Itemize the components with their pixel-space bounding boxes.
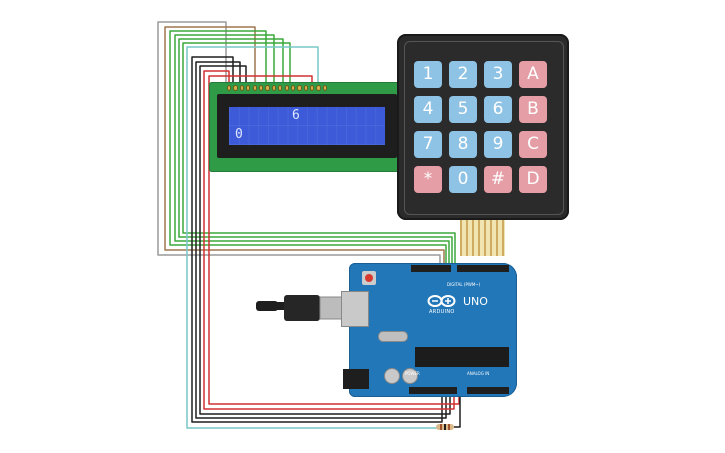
keypad-key[interactable]: D bbox=[519, 166, 547, 193]
wire-green-4[interactable] bbox=[182, 42, 456, 270]
wire-gray[interactable] bbox=[157, 21, 441, 270]
wire-brown[interactable] bbox=[164, 26, 445, 270]
reset-button[interactable] bbox=[362, 271, 376, 285]
lcd-pin bbox=[258, 85, 264, 91]
digital-label: DIGITAL (PWM~) bbox=[447, 282, 481, 287]
lcd-pin bbox=[252, 85, 257, 91]
usb-cable[interactable] bbox=[256, 291, 348, 325]
lcd-pin bbox=[290, 85, 296, 91]
brand-label: ARDUINO bbox=[429, 309, 455, 315]
lcd-pin bbox=[310, 85, 315, 91]
capacitor bbox=[402, 368, 418, 384]
wire-green-1[interactable] bbox=[169, 30, 447, 270]
wire-black-3[interactable] bbox=[199, 65, 451, 415]
power-label: POWER bbox=[405, 371, 420, 376]
keypad-key[interactable]: 2 bbox=[449, 61, 477, 88]
lcd-screen: 6 0 bbox=[229, 107, 385, 145]
keypad-key[interactable]: A bbox=[519, 61, 547, 88]
analog-header bbox=[467, 387, 509, 394]
keypad-key[interactable]: 4 bbox=[414, 96, 442, 123]
lcd-pin bbox=[265, 85, 270, 91]
keypad-key[interactable]: 7 bbox=[414, 131, 442, 158]
lcd-display-16x2[interactable]: 6 0 bbox=[209, 82, 405, 172]
arduino-infinity-logo bbox=[427, 295, 456, 307]
keypad-key[interactable]: 3 bbox=[484, 61, 512, 88]
keypad-key[interactable]: 0 bbox=[449, 166, 477, 193]
power-header bbox=[409, 387, 457, 394]
keypad-key[interactable]: 6 bbox=[484, 96, 512, 123]
lcd-line-2: 0 bbox=[235, 127, 243, 142]
lcd-pin bbox=[284, 85, 289, 91]
lcd-pin bbox=[233, 85, 238, 91]
lcd-pin bbox=[246, 85, 251, 91]
lcd-pin bbox=[278, 85, 283, 91]
keypad-key[interactable]: 5 bbox=[449, 96, 477, 123]
model-label: UNO bbox=[463, 295, 488, 308]
lcd-pin bbox=[297, 85, 302, 91]
lcd-pin bbox=[322, 85, 328, 91]
digital-header-right bbox=[457, 265, 509, 272]
keypad-key[interactable]: 8 bbox=[449, 131, 477, 158]
digital-header-left bbox=[411, 265, 451, 272]
lcd-pin bbox=[303, 85, 308, 91]
dc-jack bbox=[343, 369, 369, 389]
lcd-pin bbox=[316, 85, 321, 91]
keypad-key[interactable]: 9 bbox=[484, 131, 512, 158]
wire-cyan[interactable] bbox=[186, 46, 437, 429]
keypad-key[interactable]: 1 bbox=[414, 61, 442, 88]
atmega-chip bbox=[415, 347, 509, 367]
keypad-ribbon-cable bbox=[460, 220, 505, 256]
usb-port bbox=[341, 291, 369, 327]
lcd-pin bbox=[227, 85, 232, 91]
lcd-pin bbox=[271, 85, 276, 91]
lcd-pin-header bbox=[227, 85, 328, 91]
crystal bbox=[378, 331, 408, 342]
arduino-uno-board[interactable]: DIGITAL (PWM~) UNO ARDUINO POWER ANALOG … bbox=[341, 263, 517, 397]
keypad-key[interactable]: C bbox=[519, 131, 547, 158]
wire-resistor-lead bbox=[454, 397, 461, 428]
lcd-line-1: 6 bbox=[292, 108, 300, 123]
keypad-key[interactable]: # bbox=[484, 166, 512, 193]
wire-red-1[interactable] bbox=[203, 70, 455, 410]
wire-red-2[interactable] bbox=[208, 75, 460, 405]
lcd-pin bbox=[239, 85, 244, 91]
capacitor bbox=[384, 368, 400, 384]
keypad-key[interactable]: * bbox=[414, 166, 442, 193]
keypad-frame bbox=[404, 41, 564, 215]
analog-label: ANALOG IN bbox=[467, 371, 490, 376]
keypad-key[interactable]: B bbox=[519, 96, 547, 123]
resistor[interactable] bbox=[436, 424, 454, 430]
